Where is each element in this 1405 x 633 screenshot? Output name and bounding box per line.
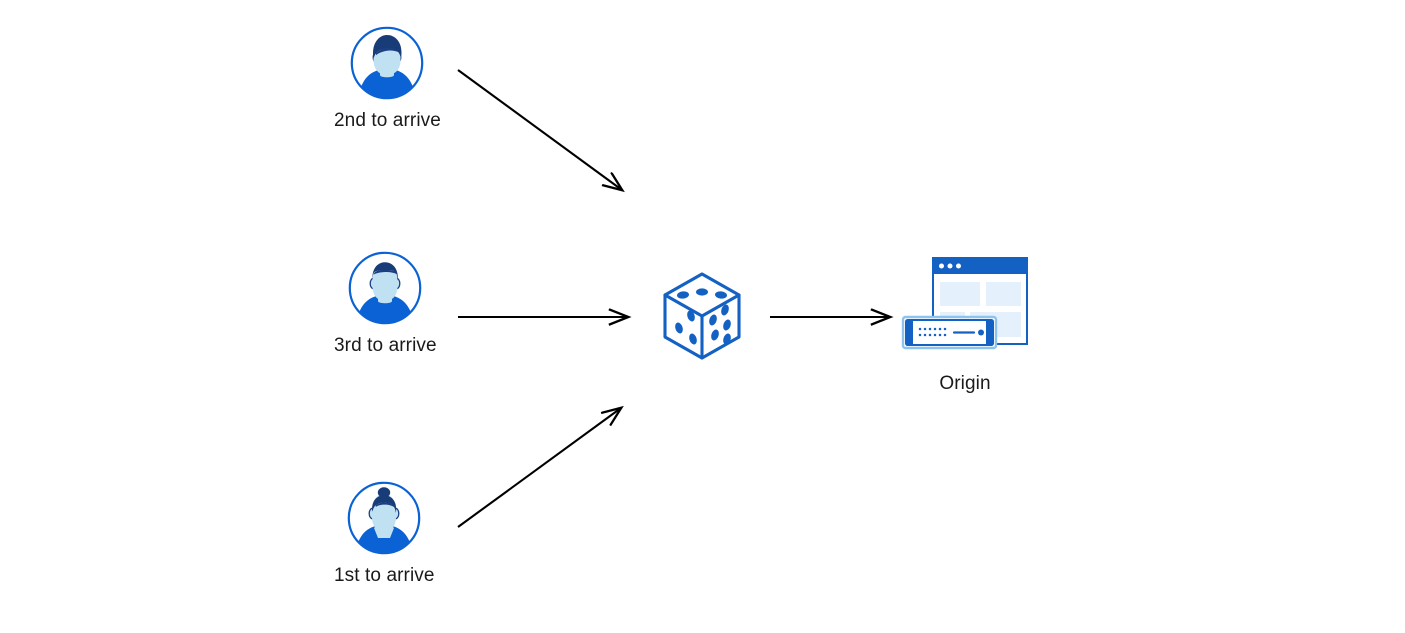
- origin-server-browser-icon: [900, 255, 1030, 359]
- node-user-2nd[interactable]: 2nd to arrive: [334, 25, 441, 132]
- node-user-1st[interactable]: 1st to arrive: [334, 480, 435, 587]
- server-device: [901, 315, 998, 350]
- node-user-3rd[interactable]: 3rd to arrive: [334, 250, 437, 357]
- user-avatar-short-hair-icon: [349, 25, 425, 101]
- arrow-1st-to-dice: [457, 408, 621, 528]
- node-label-origin: Origin: [939, 373, 991, 394]
- node-randomizer-dice[interactable]: [657, 267, 747, 363]
- node-label-user-1st: 1st to arrive: [334, 565, 435, 586]
- user-avatar-ears-icon: [347, 250, 423, 326]
- node-label-user-3rd: 3rd to arrive: [334, 335, 437, 356]
- node-label-user-2nd: 2nd to arrive: [334, 110, 441, 131]
- arrow-2nd-to-dice: [457, 69, 622, 190]
- dice-icon: [657, 267, 747, 363]
- node-origin[interactable]: Origin: [900, 255, 1030, 395]
- user-avatar-bun-hair-icon: [346, 480, 422, 556]
